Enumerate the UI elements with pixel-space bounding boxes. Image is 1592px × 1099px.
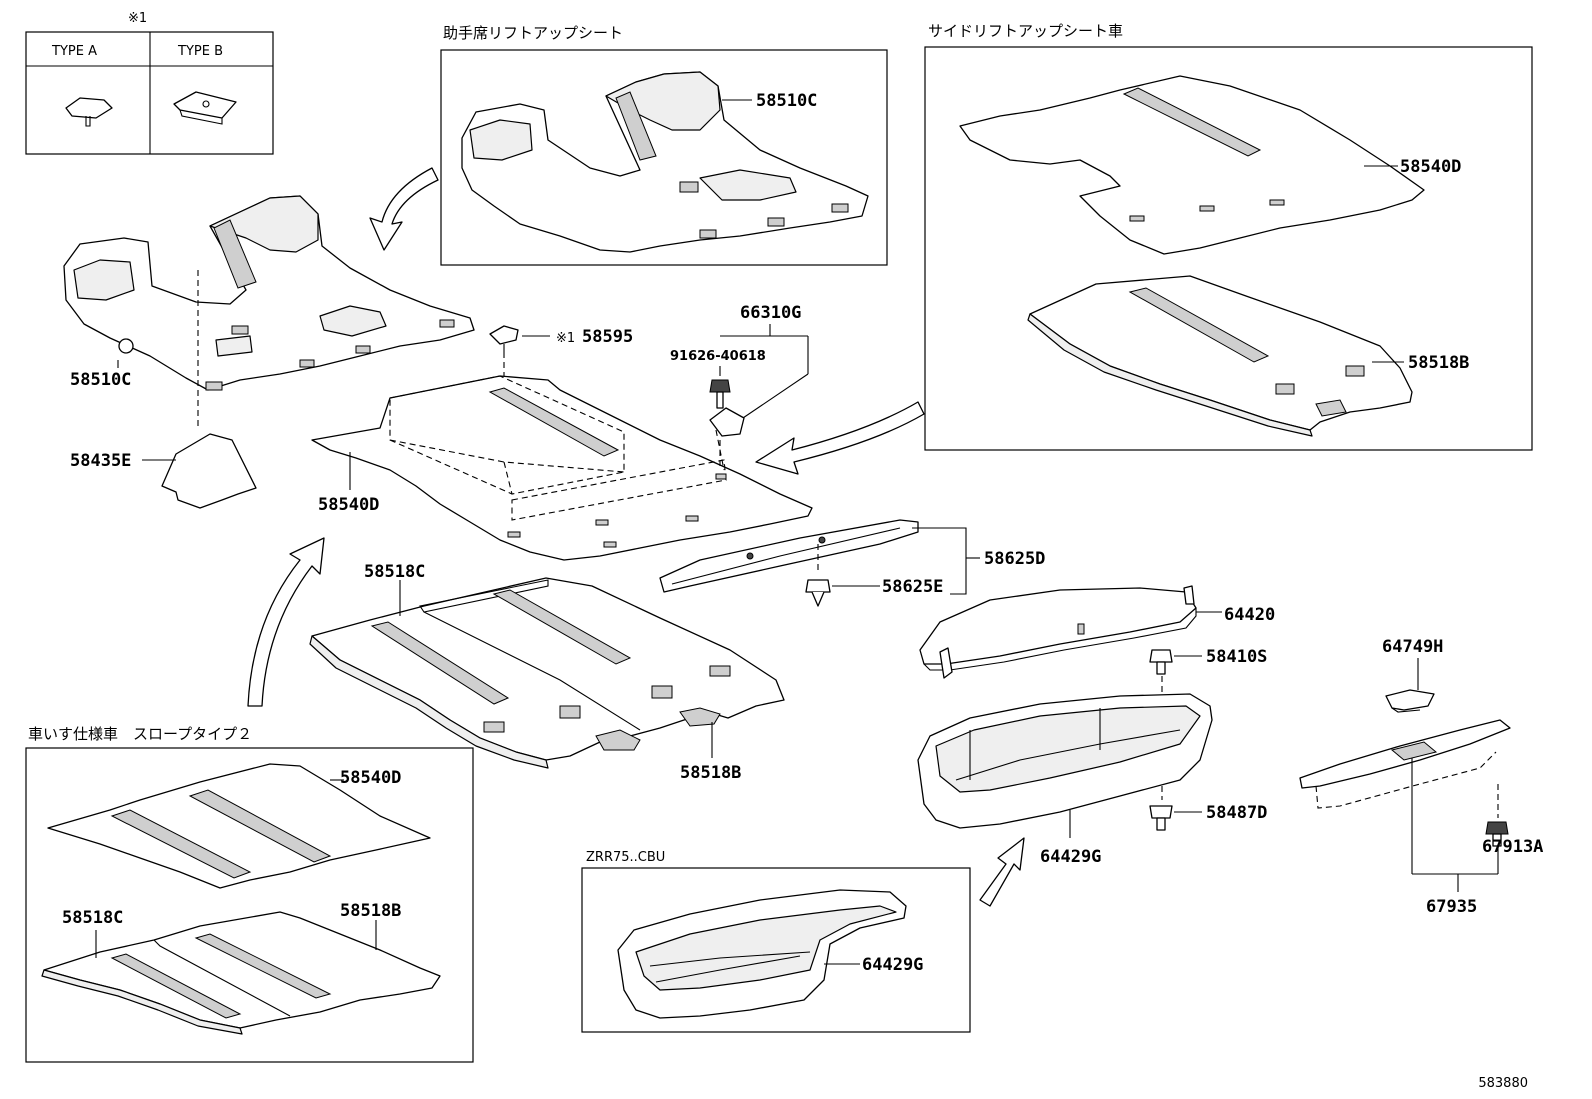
label-66310G: 66310G bbox=[740, 303, 801, 323]
label-58510C: 58510C bbox=[70, 370, 131, 390]
zrr-transfer-arrow-icon bbox=[979, 837, 1025, 907]
floor-board-inset-side bbox=[1027, 275, 1413, 437]
floor-carpet-inset-passenger bbox=[461, 71, 869, 253]
floor-board-58518C bbox=[309, 577, 785, 769]
label-58518B-inset: 58518B bbox=[1408, 353, 1469, 373]
bolt-91626-icon bbox=[709, 379, 731, 409]
up-arrow-icon bbox=[247, 537, 325, 707]
label-58625E: 58625E bbox=[882, 577, 943, 597]
label-64420: 64420 bbox=[1224, 605, 1275, 625]
clip-type-b-icon bbox=[173, 91, 237, 125]
legend-type-a: TYPE A bbox=[51, 44, 97, 59]
inset-passenger-liftup bbox=[440, 49, 888, 266]
inset-title-zrr75: ZRR75..CBU bbox=[586, 850, 665, 865]
storage-tray-64429G bbox=[917, 693, 1213, 829]
label-58487D: 58487D bbox=[1206, 803, 1267, 823]
floor-board-wheelchair bbox=[41, 911, 441, 1035]
label-58410S: 58410S bbox=[1206, 647, 1267, 667]
scuff-rail-58625D bbox=[659, 519, 919, 593]
inset-zrr75 bbox=[581, 867, 971, 1033]
clip-67913A-icon bbox=[1485, 821, 1509, 847]
bracket-66310G-icon bbox=[709, 407, 745, 437]
label-58540D-wheelchair: 58540D bbox=[340, 768, 401, 788]
label-58518C: 58518C bbox=[364, 562, 425, 582]
inset-title-side-liftup: サイドリフトアップシート車 bbox=[928, 22, 1123, 40]
clip-58487D-icon bbox=[1149, 805, 1173, 831]
label-58510C-inset: 58510C bbox=[756, 91, 817, 111]
floor-sheet-wheelchair bbox=[47, 763, 431, 889]
deck-board-64420 bbox=[919, 585, 1197, 679]
label-58540D: 58540D bbox=[318, 495, 379, 515]
label-91626-40618: 91626-40618 bbox=[670, 349, 766, 364]
label-64749H: 64749H bbox=[1382, 637, 1443, 657]
inset-wheelchair bbox=[25, 747, 474, 1063]
trim-67935 bbox=[1299, 719, 1511, 809]
insulator-58435E bbox=[161, 433, 257, 509]
storage-tray-zrr75 bbox=[617, 889, 907, 1019]
inset-side-liftup bbox=[924, 46, 1533, 451]
front-floor-carpet bbox=[63, 195, 475, 391]
hook-64749H-icon bbox=[1385, 689, 1435, 713]
label-64429G: 64429G bbox=[1040, 847, 1101, 867]
type-legend-table: ※1 TYPE A TYPE B bbox=[25, 11, 274, 155]
clip-58625E-icon bbox=[805, 579, 831, 607]
floor-sheet-inset-side bbox=[959, 75, 1425, 255]
label-58518B-wheelchair: 58518B bbox=[340, 901, 401, 921]
label-58540D-inset: 58540D bbox=[1400, 157, 1461, 177]
label-64429G-zrr75: 64429G bbox=[862, 955, 923, 975]
inset-title-passenger-liftup: 助手席リフトアップシート bbox=[443, 24, 623, 42]
legend-note-mark: ※1 bbox=[128, 11, 147, 26]
side-transfer-arrow-icon bbox=[755, 401, 925, 475]
clip-58595-icon bbox=[489, 325, 519, 352]
label-58518C-wheelchair: 58518C bbox=[62, 908, 123, 928]
legend-type-b: TYPE B bbox=[177, 44, 223, 59]
floor-sheet-58540D bbox=[311, 375, 813, 561]
inset-title-wheelchair: 車いす仕様車 スロープタイプ２ bbox=[28, 725, 252, 743]
label-58625D: 58625D bbox=[984, 549, 1045, 569]
label-58595-mark: ※1 bbox=[556, 331, 575, 346]
label-67935: 67935 bbox=[1426, 897, 1477, 917]
clip-58410S-icon bbox=[1149, 649, 1173, 675]
transfer-arrow-icon bbox=[369, 167, 439, 251]
label-67913A: 67913A bbox=[1482, 837, 1543, 857]
label-58435E: 58435E bbox=[70, 451, 131, 471]
label-58595: 58595 bbox=[582, 327, 633, 347]
clip-type-a-icon bbox=[65, 97, 113, 127]
diagram-code: 583880 bbox=[1478, 1076, 1528, 1091]
label-58518B: 58518B bbox=[680, 763, 741, 783]
